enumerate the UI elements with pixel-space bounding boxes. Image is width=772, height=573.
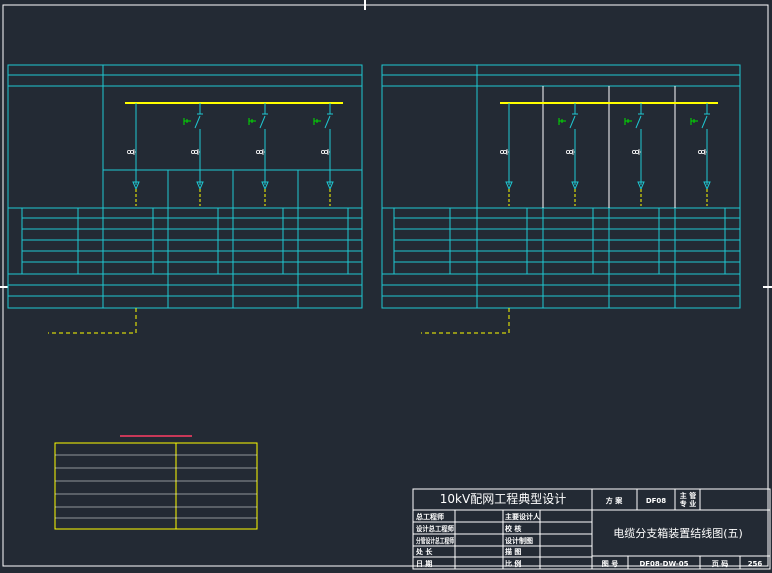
cable-termination-icon [196, 181, 204, 191]
left-incoming-cable [48, 308, 137, 334]
switch-indicator-icon [558, 118, 566, 125]
cable-termination-icon [261, 181, 269, 191]
ct-icon [255, 149, 265, 155]
mid-row-1: 主要设计人 [505, 512, 541, 521]
note-table [54, 442, 258, 530]
scheme-label: 方 案 [606, 496, 623, 505]
left-feeders [127, 103, 334, 206]
cable-termination-icon [571, 181, 579, 191]
feeder-left-1 [127, 103, 140, 206]
ct-icon [320, 149, 330, 155]
switch-indicator-icon [183, 118, 191, 125]
mid-row-4: 描 图 [505, 547, 521, 556]
feeder-right-4 [690, 103, 711, 206]
mid-row-3: 设计制图 [505, 536, 533, 545]
left-row-1: 总工程师 [416, 512, 444, 521]
cable-termination-icon [505, 181, 513, 191]
switch-indicator-icon [624, 118, 632, 125]
feeder-left-3 [248, 103, 269, 206]
chief-label: 主 管专 业 [680, 491, 696, 508]
switch-indicator-icon [313, 118, 321, 125]
project-title: 10kV配网工程典型设计 [440, 491, 566, 506]
left-row-3: 分管设计总工程师 [416, 536, 454, 545]
drawing-no-value: DF08-DW-05 [639, 560, 688, 568]
ct-icon [632, 149, 641, 155]
left-single-line-diagram [7, 64, 363, 309]
ct-icon [499, 149, 509, 155]
right-single-line-diagram [381, 64, 741, 309]
right-feeders [499, 103, 711, 206]
page-value: 256 [748, 560, 763, 568]
right-panel-dividers [542, 86, 676, 208]
left-row-5: 日 期 [416, 559, 432, 568]
feeder-left-2 [183, 103, 204, 206]
left-row-2: 设计总工程师 [416, 524, 454, 533]
switch-indicator-icon [690, 118, 698, 125]
right-incoming-cable [421, 308, 510, 334]
feeder-left-4 [313, 103, 334, 206]
drawing-no-label: 图 号 [602, 559, 618, 568]
drawing-frame [2, 4, 769, 567]
cable-termination-icon [637, 181, 645, 191]
page-label: 页 码 [712, 560, 728, 568]
cable-termination-icon [132, 181, 140, 191]
feeder-right-1 [499, 103, 513, 206]
title-block [412, 488, 771, 570]
cable-termination-icon [703, 181, 711, 191]
note-table-rows [55, 454, 257, 519]
scheme-value: DF08 [646, 497, 666, 505]
ct-icon [566, 149, 575, 155]
cable-termination-icon [326, 181, 334, 191]
switch-indicator-icon [248, 118, 256, 125]
ct-icon [127, 149, 136, 155]
feeder-right-2 [558, 103, 579, 206]
drawing-title: 电缆分支箱装置结线图(五) [613, 526, 743, 540]
left-row-4: 处 长 [415, 547, 433, 556]
mid-row-2: 校 核 [505, 524, 521, 533]
feeder-right-3 [624, 103, 645, 206]
mid-row-5: 比 例 [505, 559, 521, 568]
ct-icon [698, 149, 707, 155]
ct-icon [190, 149, 200, 155]
